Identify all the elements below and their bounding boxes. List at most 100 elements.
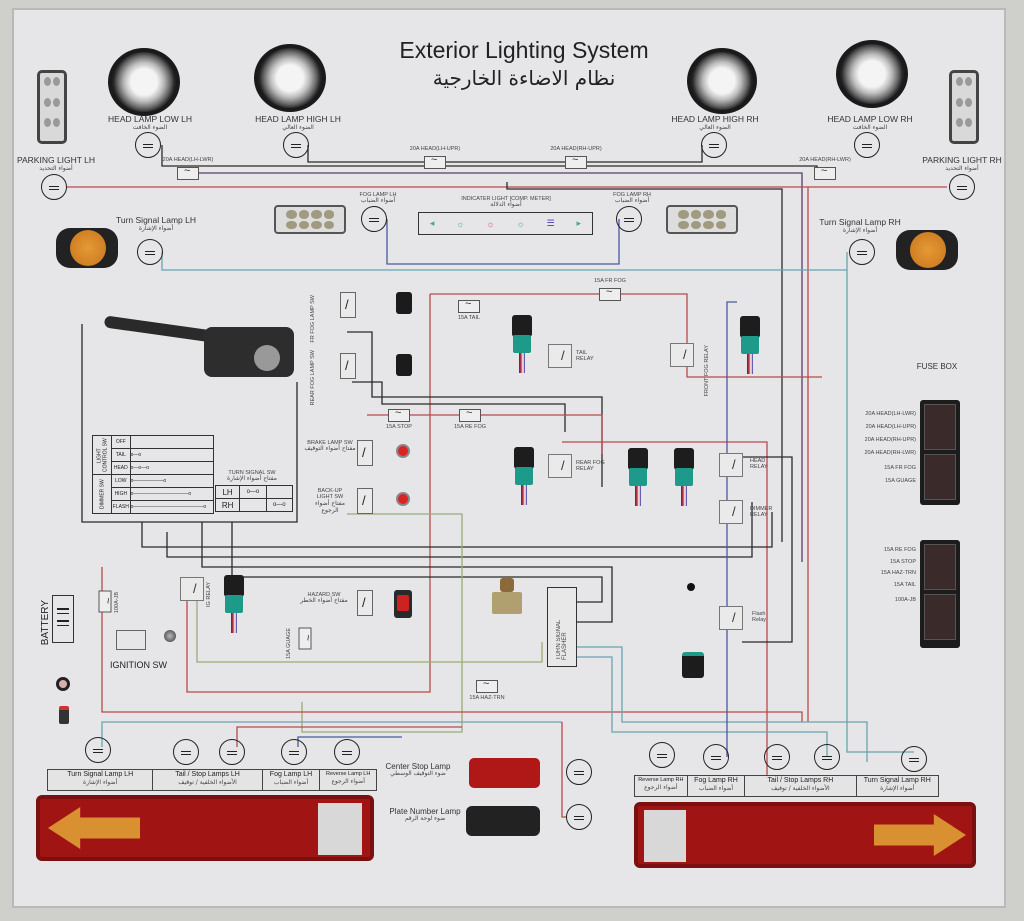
fuse-label: 20A HEAD(RH-UPR) bbox=[864, 437, 916, 443]
turn-row-lh: LH bbox=[214, 485, 241, 499]
combination-switch-lever[interactable] bbox=[103, 315, 294, 377]
power-indicator-lamp bbox=[56, 677, 70, 691]
brake-lamp-switch-symbol bbox=[357, 440, 373, 466]
flash-relay-symbol bbox=[719, 606, 743, 630]
fuse-head-rh-upr-label: 20A HEAD(RH-UPR) bbox=[550, 146, 602, 152]
rear-fog-lamp-switch-symbol bbox=[340, 353, 356, 379]
fuse-head-lh-lwr bbox=[177, 165, 199, 180]
fuse-label: 20A HEAD(RH-LWR) bbox=[864, 450, 916, 456]
head-relay-connector[interactable] bbox=[628, 448, 648, 508]
rear-fog-relay-connector[interactable] bbox=[514, 447, 534, 507]
fuse-guage-label: 15A GUAGE bbox=[286, 628, 292, 659]
rear-fog-lamp-switch[interactable] bbox=[396, 354, 412, 376]
lamp-symbol-rear-fog-lh bbox=[281, 739, 307, 765]
fog-lamp-lh bbox=[274, 205, 346, 234]
ig-relay-symbol bbox=[180, 577, 204, 601]
turn-row-rh: RH bbox=[214, 498, 241, 512]
fuse-label: 15A TAIL bbox=[893, 581, 916, 588]
hazard-switch-button[interactable] bbox=[394, 590, 412, 618]
ig-relay-label: IG RELAY bbox=[206, 582, 212, 607]
front-fog-relay-connector[interactable] bbox=[740, 316, 760, 376]
lamp-symbol-fog-rh bbox=[616, 206, 642, 232]
head-lamp-high-lh bbox=[254, 44, 326, 112]
lamp-symbol-stop-rh bbox=[814, 744, 840, 770]
lamp-symbol-head-low-rh bbox=[854, 132, 880, 158]
fuse-label: 15A STOP bbox=[890, 558, 916, 565]
dimmer-relay-symbol bbox=[719, 500, 743, 524]
fuse-100a-jb-label: 100A-JB bbox=[114, 592, 120, 614]
fuse-head-rh-lwr-label: 20A HEAD(RH-LWR) bbox=[799, 157, 851, 163]
lamp-symbol-head-high-rh bbox=[701, 132, 727, 158]
brake-lamp-switch-button[interactable] bbox=[396, 444, 410, 458]
fr-fog-lamp-sw-label: FR FOG LAMP SW bbox=[310, 295, 316, 343]
row-high: HIGH bbox=[111, 487, 131, 501]
backup-light-switch-button[interactable] bbox=[396, 492, 410, 506]
lamp-symbol-center-stop bbox=[566, 759, 592, 785]
fuse-head-rh-upr bbox=[565, 154, 587, 169]
main-power-switch[interactable] bbox=[59, 706, 69, 724]
flash-indicator-led bbox=[687, 583, 695, 591]
dimmer-relay-label: DIMMER RELAY bbox=[750, 506, 773, 518]
row-head: HEAD bbox=[111, 461, 131, 475]
head-relay-symbol bbox=[719, 453, 743, 477]
fuse-label: 20A HEAD(LH-UPR) bbox=[865, 424, 916, 430]
fuse-guage bbox=[298, 627, 312, 650]
fog-lamp-rh bbox=[666, 205, 738, 234]
tail-lamp-assembly-rh bbox=[634, 802, 976, 868]
parking-light-lh bbox=[37, 70, 67, 144]
lamp-symbol-plate bbox=[566, 804, 592, 830]
tail-lamp-assembly-lh bbox=[36, 795, 374, 861]
ignition-key-switch[interactable] bbox=[164, 630, 176, 642]
fuse-haz-trn bbox=[476, 678, 498, 693]
turn-signal-lamp-rh bbox=[896, 230, 958, 270]
turn-arrow-right-icon bbox=[874, 814, 966, 856]
fr-fog-lamp-switch[interactable] bbox=[396, 292, 412, 314]
battery-label: BATTERY bbox=[40, 600, 51, 646]
fuse-haz-trn-label: 15A HAZ-TRN bbox=[469, 695, 505, 701]
fuse-box-1 bbox=[920, 400, 960, 505]
turn-flasher-unit[interactable] bbox=[492, 578, 522, 626]
fuse-fr-fog-label: 15A FR FOG bbox=[594, 278, 626, 284]
parking-light-rh bbox=[949, 70, 979, 144]
indicator-panel: ◂ ☼ ☼ ☼ ☰ ▸ bbox=[418, 212, 593, 235]
parking-indicator-icon: ☼ bbox=[456, 218, 465, 229]
fuse-label: 15A HAZ-TRN bbox=[880, 570, 916, 576]
reverse-lens-rh bbox=[644, 810, 686, 862]
rear-fog-relay-label: REAR FOG RELAY bbox=[576, 460, 605, 472]
turn-arrow-left-icon bbox=[48, 807, 140, 849]
fuse-label: 15A GUAGE bbox=[885, 478, 916, 484]
rear-fog-indicator-icon: ☼ bbox=[486, 218, 495, 229]
fuse-label: 100A-JB bbox=[894, 597, 916, 603]
front-fog-indicator-icon: ☼ bbox=[516, 218, 525, 229]
lamp-symbol-turn-lh bbox=[137, 239, 163, 265]
ig-relay-connector[interactable] bbox=[224, 575, 244, 635]
lamp-symbol-head-low-lh bbox=[135, 132, 161, 158]
row-tail: TAIL bbox=[111, 448, 131, 462]
dimmer-relay-connector[interactable] bbox=[674, 448, 694, 508]
plate-number-lamp bbox=[466, 806, 540, 836]
lamp-symbol-stop-lh bbox=[219, 739, 245, 765]
center-stop-lamp bbox=[469, 758, 540, 788]
tail-relay-connector[interactable] bbox=[512, 315, 532, 375]
flash-relay-connector[interactable] bbox=[682, 652, 704, 678]
ignition-sw-label: IGNITION SW bbox=[110, 660, 167, 670]
lamp-symbol-parking-rh bbox=[949, 174, 975, 200]
title-arabic: نظام الاضاءة الخارجية bbox=[432, 66, 616, 90]
tail-relay-symbol bbox=[548, 344, 572, 368]
flash-relay-label: Flash Relay bbox=[752, 611, 767, 623]
